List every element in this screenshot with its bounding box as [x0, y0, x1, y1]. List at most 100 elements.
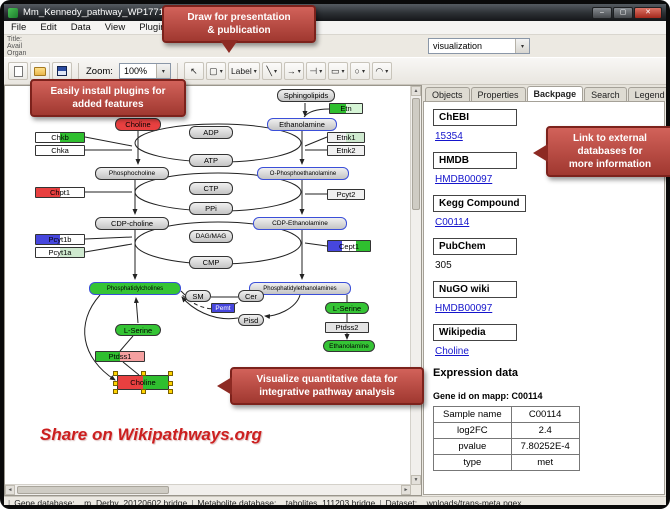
datanode-tool[interactable]: ▢▾ — [205, 62, 226, 80]
scroll-right-icon[interactable]: ► — [401, 485, 411, 495]
pathway-node-adp[interactable]: ADP — [189, 126, 233, 139]
backpage-link[interactable]: HMDB00097 — [435, 303, 493, 314]
pathway-node-cmp[interactable]: CMP — [189, 256, 233, 269]
pathway-node-chpt1[interactable]: Chpt1 — [35, 187, 85, 198]
menu-item-edit[interactable]: Edit — [40, 22, 57, 33]
scroll-down-icon[interactable]: ▼ — [411, 475, 421, 485]
pathway-node-cer[interactable]: Cer — [238, 290, 264, 302]
selection-handle[interactable] — [141, 371, 146, 376]
pathway-node-pcyt1b[interactable]: Pcyt1b — [35, 234, 85, 245]
backpage-link[interactable]: C00114 — [435, 217, 470, 228]
tab-properties[interactable]: Properties — [470, 87, 526, 101]
pathway-node-ethanolamine[interactable]: Ethanolamine — [267, 118, 337, 131]
folder-icon — [34, 66, 46, 76]
pathway-node-pcyt1a[interactable]: Pcyt1a — [35, 247, 85, 258]
close-button[interactable]: ✕ — [634, 6, 662, 19]
minimize-button[interactable]: – — [592, 6, 612, 19]
tab-search[interactable]: Search — [584, 87, 627, 101]
menu-item-plugins[interactable]: Plugins — [139, 22, 171, 33]
save-button[interactable] — [52, 62, 72, 80]
horizontal-scroll-thumb[interactable] — [17, 486, 169, 494]
pathway-node-chkb[interactable]: Chkb — [35, 132, 85, 143]
pathway-node-dag-mag[interactable]: DAG/MAG — [189, 230, 233, 243]
pathway-node-pemt[interactable]: Pemt — [211, 303, 235, 313]
chevron-down-icon: ▾ — [361, 68, 365, 75]
pathway-node-ptdss2[interactable]: Ptdss2 — [325, 322, 369, 333]
pathway-node-cept1[interactable]: Cept1 — [327, 240, 371, 252]
menu-item-file[interactable]: File — [11, 22, 27, 33]
select-tool[interactable]: ↖ — [183, 62, 204, 80]
backpage-link[interactable]: 15354 — [435, 131, 463, 142]
selection-handle[interactable] — [168, 380, 173, 386]
new-button[interactable] — [8, 62, 28, 80]
pathway-node-sm[interactable]: SM — [185, 290, 211, 302]
tab-legend[interactable]: Legend — [627, 87, 666, 101]
titlebar[interactable]: Mm_Kennedy_pathway_WP1771_45176.gpml – ▢… — [4, 4, 666, 21]
rect-tool[interactable]: ▭▾ — [327, 62, 348, 80]
backpage-link[interactable]: HMDB00097 — [435, 174, 493, 185]
pathway-node-phosphatidylcholines[interactable]: Phosphatidylcholines — [89, 282, 181, 295]
callout-arrow-left — [217, 377, 232, 395]
backpage-link[interactable]: Choline — [435, 346, 469, 357]
page-icon — [13, 65, 23, 77]
pathway-node-phosphocholine[interactable]: Phosphocholine — [95, 167, 169, 180]
pathway-node-o-phosphoethanolamine[interactable]: O-Phosphoethanolamine — [257, 167, 349, 180]
selection-handle[interactable] — [168, 371, 173, 376]
visualization-combo[interactable]: visualization ▾ — [428, 38, 530, 54]
pathway-node-choline[interactable]: Choline — [117, 375, 169, 390]
pathway-node-choline[interactable]: Choline — [115, 118, 161, 131]
menu-item-data[interactable]: Data — [70, 22, 91, 33]
canvas-vertical-scrollbar[interactable]: ▲ ▼ — [410, 86, 421, 485]
pathway-node-ethanolamine[interactable]: Ethanolamine — [323, 340, 375, 352]
callout-line: Link to external — [573, 133, 647, 144]
line-tool[interactable]: ╲▾ — [261, 62, 282, 80]
pathway-node-ppi[interactable]: PPi — [189, 202, 233, 215]
oval-tool[interactable]: ○▾ — [349, 62, 370, 80]
tab-backpage[interactable]: Backpage — [526, 86, 584, 102]
vertical-scroll-thumb[interactable] — [412, 98, 420, 210]
chevron-down-icon: ▾ — [319, 68, 323, 75]
callout-line: Visualize quantitative data for — [256, 374, 398, 385]
tbar-tool[interactable]: ⊣▾ — [305, 62, 326, 80]
tab-objects[interactable]: Objects — [425, 87, 470, 101]
pathway-node-phosphatidylethanolamines[interactable]: Phosphatidylethanolamines — [249, 282, 351, 295]
menu-item-view[interactable]: View — [104, 22, 126, 33]
pathway-node-l-serine[interactable]: L-Serine — [115, 324, 161, 336]
pathway-node-sphingolipids[interactable]: Sphingolipids — [277, 89, 335, 102]
canvas-horizontal-scrollbar[interactable]: ◄ ► — [5, 484, 411, 495]
scroll-left-icon[interactable]: ◄ — [5, 485, 15, 495]
pathway-node-etnk1[interactable]: Etnk1 — [327, 132, 365, 143]
pathway-node-ctp[interactable]: CTP — [189, 182, 233, 195]
maximize-button[interactable]: ▢ — [613, 6, 633, 19]
expression-data-heading: Expression data — [433, 367, 518, 379]
selection-handle[interactable] — [168, 389, 173, 394]
pathway-node-etnk2[interactable]: Etnk2 — [327, 145, 365, 156]
pathway-node-l-serine[interactable]: L-Serine — [325, 302, 369, 314]
pathway-node-chka[interactable]: Chka — [35, 145, 85, 156]
pathway-node-atp[interactable]: ATP — [189, 154, 233, 167]
pathway-node-ptdss1[interactable]: Ptdss1 — [95, 351, 145, 362]
arrow-tool[interactable]: →▾ — [283, 62, 304, 80]
pathway-node-etn[interactable]: Etn — [329, 103, 363, 114]
selection-handle[interactable] — [141, 389, 146, 394]
pathway-node-pisd[interactable]: Pisd — [238, 314, 264, 326]
pathway-node-cdp-choline[interactable]: CDP-choline — [95, 217, 169, 230]
scroll-up-icon[interactable]: ▲ — [411, 86, 421, 96]
selection-handle[interactable] — [113, 380, 118, 386]
selection-handle[interactable] — [113, 389, 118, 394]
selection-handle[interactable] — [113, 371, 118, 376]
pathway-node-cdp-ethanolamine[interactable]: CDP-Ethanolamine — [253, 217, 347, 230]
pathway-node-pcyt2[interactable]: Pcyt2 — [327, 189, 365, 200]
arc-tool[interactable]: ◠▾ — [371, 62, 392, 80]
open-button[interactable] — [30, 62, 50, 80]
label-tool[interactable]: Label▾ — [227, 62, 260, 80]
zoom-combo[interactable]: 100% ▾ — [118, 63, 171, 79]
callout-line: & publication — [207, 25, 271, 36]
